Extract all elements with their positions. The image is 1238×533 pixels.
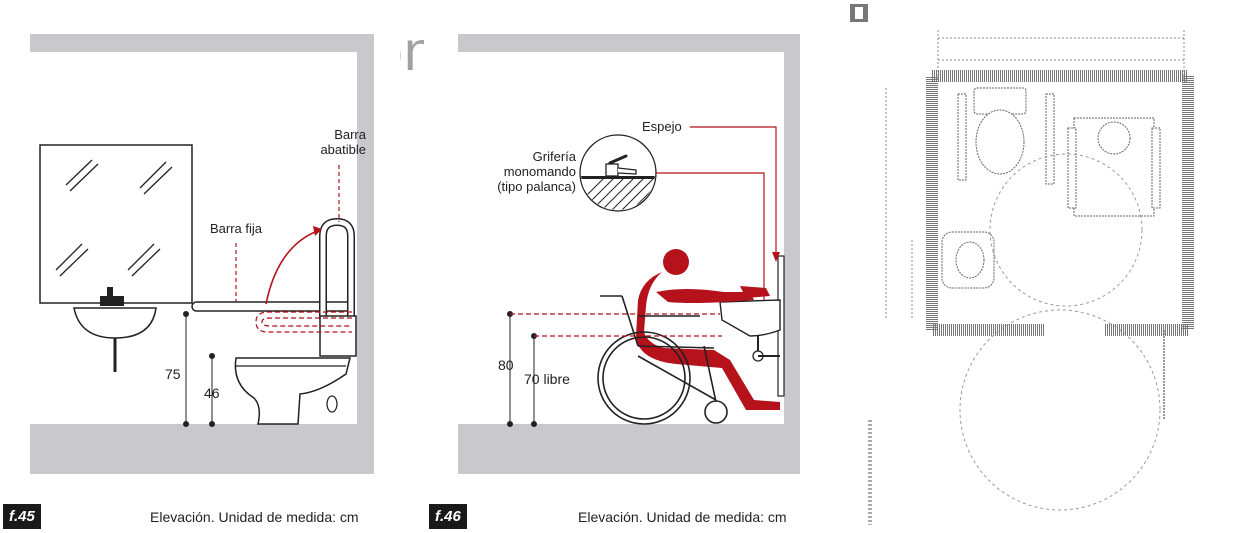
plan-toilet-tank xyxy=(973,87,1027,115)
dim-label-75: 75 xyxy=(165,366,181,382)
turning-circle-outside xyxy=(959,309,1161,511)
swing-arrow xyxy=(265,229,321,305)
right-wall xyxy=(357,34,374,474)
ceiling-band xyxy=(458,34,800,52)
figure-46-sink-elevation: Espejo Grifería monomando (tipo palanca)… xyxy=(424,0,834,533)
mirror-reflection-lines xyxy=(55,159,173,277)
figure-tag-46: f.46 xyxy=(429,504,467,529)
leader-espejo xyxy=(690,126,777,258)
door-opening xyxy=(1044,322,1104,336)
leader-griferia xyxy=(656,172,765,322)
caption-45: Elevación. Unidad de medida: cm xyxy=(150,509,359,525)
sink-bowl xyxy=(73,307,157,339)
dim-label-46: 46 xyxy=(204,385,220,401)
plan-grab-bar xyxy=(957,93,967,181)
label-barra-abatible: Barra abatible xyxy=(320,127,366,157)
wheelchair xyxy=(597,295,728,425)
figure-45-toilet-elevation: Barra abatible Barra fija 75 46 f.45 Ele… xyxy=(0,0,400,533)
wheelchair-user-figure xyxy=(636,249,780,410)
faucet xyxy=(100,296,124,306)
dimension-46 xyxy=(209,353,215,427)
turning-circle-inside xyxy=(989,153,1143,307)
lever-faucet-icon xyxy=(605,154,637,177)
plan-view-drawing xyxy=(850,4,1194,525)
dimension-70-libre xyxy=(531,333,722,427)
label-espejo: Espejo xyxy=(642,119,682,134)
dim-label-70-libre: 70 libre xyxy=(524,371,570,387)
toilet-elevation-drawing xyxy=(30,34,374,474)
right-wall xyxy=(784,34,800,474)
dim-label-80: 80 xyxy=(498,357,514,373)
plan-sink xyxy=(941,231,995,289)
label-barra-fija: Barra fija xyxy=(210,221,263,236)
label-griferia: Grifería monomando (tipo palanca) xyxy=(497,149,576,194)
toilet-bowl xyxy=(234,357,351,425)
sink-elevation-drawing xyxy=(458,34,800,474)
wall-sink xyxy=(719,299,781,337)
dimension-75 xyxy=(183,311,189,427)
plan-wheelchair xyxy=(1067,117,1161,217)
caption-46: Elevación. Unidad de medida: cm xyxy=(578,509,787,525)
fixed-grab-bar xyxy=(191,301,353,312)
folding-bar-lowered-outline xyxy=(255,311,352,333)
toilet-tank xyxy=(319,315,357,357)
mirror xyxy=(39,144,193,304)
ceiling-band xyxy=(30,34,374,52)
plan-toilet-bowl xyxy=(975,109,1025,175)
bathroom-plan-view xyxy=(846,0,1238,533)
floor-band xyxy=(30,424,374,474)
floor-band xyxy=(458,424,800,474)
figure-tag-45: f.45 xyxy=(3,504,41,529)
dimension-80 xyxy=(507,311,720,427)
